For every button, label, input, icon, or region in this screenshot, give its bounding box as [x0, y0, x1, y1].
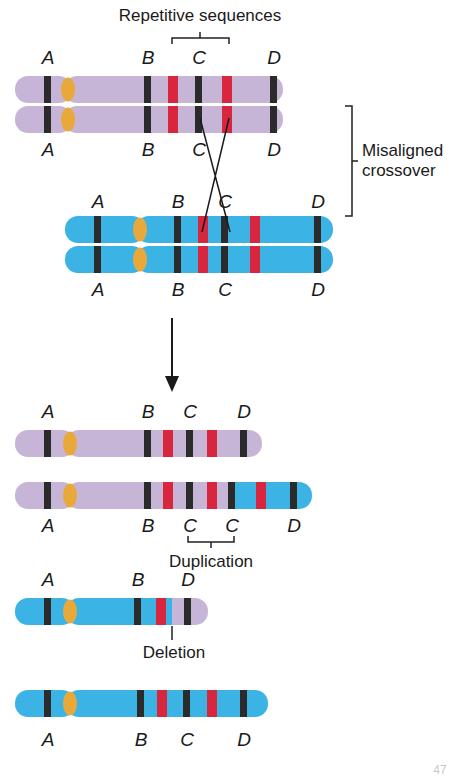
gene-label: A: [42, 569, 55, 591]
gene-label: B: [142, 139, 155, 161]
gene-label: B: [132, 569, 145, 591]
gene-label: B: [142, 401, 155, 423]
gene-label: B: [172, 279, 185, 301]
gene-label: C: [180, 729, 194, 751]
gene-label: D: [237, 729, 251, 751]
gene-label: C: [192, 47, 206, 69]
result-label: Deletion: [143, 643, 205, 663]
gene-label: D: [311, 191, 325, 213]
gene-label: C: [218, 191, 232, 213]
gene-label: D: [237, 401, 251, 423]
gene-label: A: [42, 47, 55, 69]
gene-label: C: [183, 515, 197, 537]
gene-label: A: [92, 191, 105, 213]
gene-label: A: [42, 401, 55, 423]
gene-label: D: [181, 569, 195, 591]
page-number: 47: [433, 763, 446, 777]
gene-label: C: [192, 139, 206, 161]
gene-label: D: [267, 139, 281, 161]
gene-label: A: [42, 515, 55, 537]
gene-label: B: [172, 191, 185, 213]
gene-label: A: [42, 139, 55, 161]
gene-label: A: [42, 729, 55, 751]
gene-label: B: [135, 729, 148, 751]
gene-label: D: [267, 47, 281, 69]
event-label: Misaligned crossover: [362, 141, 462, 181]
gene-label: D: [287, 515, 301, 537]
gene-label: B: [142, 515, 155, 537]
gene-label: C: [218, 279, 232, 301]
gene-label: C: [225, 515, 239, 537]
gene-label: A: [92, 279, 105, 301]
region-label: Repetitive sequences: [119, 6, 282, 26]
gene-label: B: [142, 47, 155, 69]
gene-label: C: [183, 401, 197, 423]
gene-label: D: [311, 279, 325, 301]
